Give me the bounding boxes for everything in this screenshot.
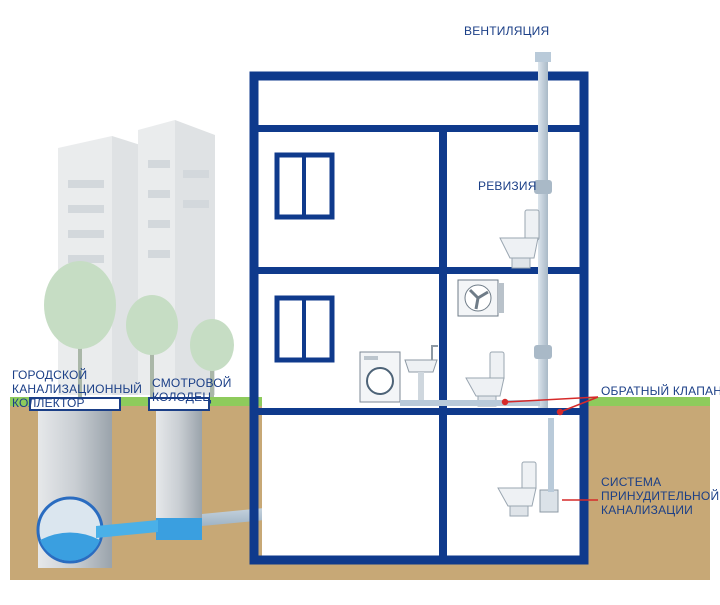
trees bbox=[44, 261, 234, 400]
washing-machine-icon bbox=[359, 351, 401, 403]
window-icon bbox=[274, 152, 335, 220]
sink-icon bbox=[404, 345, 438, 400]
fan-unit-icon bbox=[457, 279, 504, 317]
city-collector-well bbox=[29, 397, 121, 568]
house bbox=[249, 71, 589, 565]
label-city-collector: ГОРОДСКОЙ КАНАЛИЗАЦИОННЫЙ КОЛЛЕКТОР bbox=[12, 368, 143, 410]
toilet-icon bbox=[499, 209, 540, 269]
label-ventilation: ВЕНТИЛЯЦИЯ bbox=[464, 24, 550, 38]
leader-lines bbox=[501, 396, 599, 501]
inspection-well bbox=[148, 397, 210, 540]
pump-unit bbox=[539, 489, 559, 513]
tree-icon bbox=[126, 295, 178, 400]
pump-pipe bbox=[548, 418, 554, 492]
window-icon bbox=[274, 295, 335, 363]
label-revision: РЕВИЗИЯ bbox=[478, 179, 537, 193]
label-inspection-well: СМОТРОВОЙ КОЛОДЕЦ bbox=[152, 376, 232, 404]
label-check-valve: ОБРАТНЫЙ КЛАПАН bbox=[601, 384, 720, 398]
floor-drain-pipe bbox=[400, 400, 540, 406]
toilet-icon bbox=[497, 461, 537, 517]
riser-pipe bbox=[534, 52, 552, 408]
tree-icon bbox=[44, 261, 116, 400]
tree-icon bbox=[190, 319, 234, 400]
label-forced-sewer: СИСТЕМА ПРИНУДИТЕЛЬНОЙ КАНАЛИЗАЦИИ bbox=[601, 475, 720, 517]
